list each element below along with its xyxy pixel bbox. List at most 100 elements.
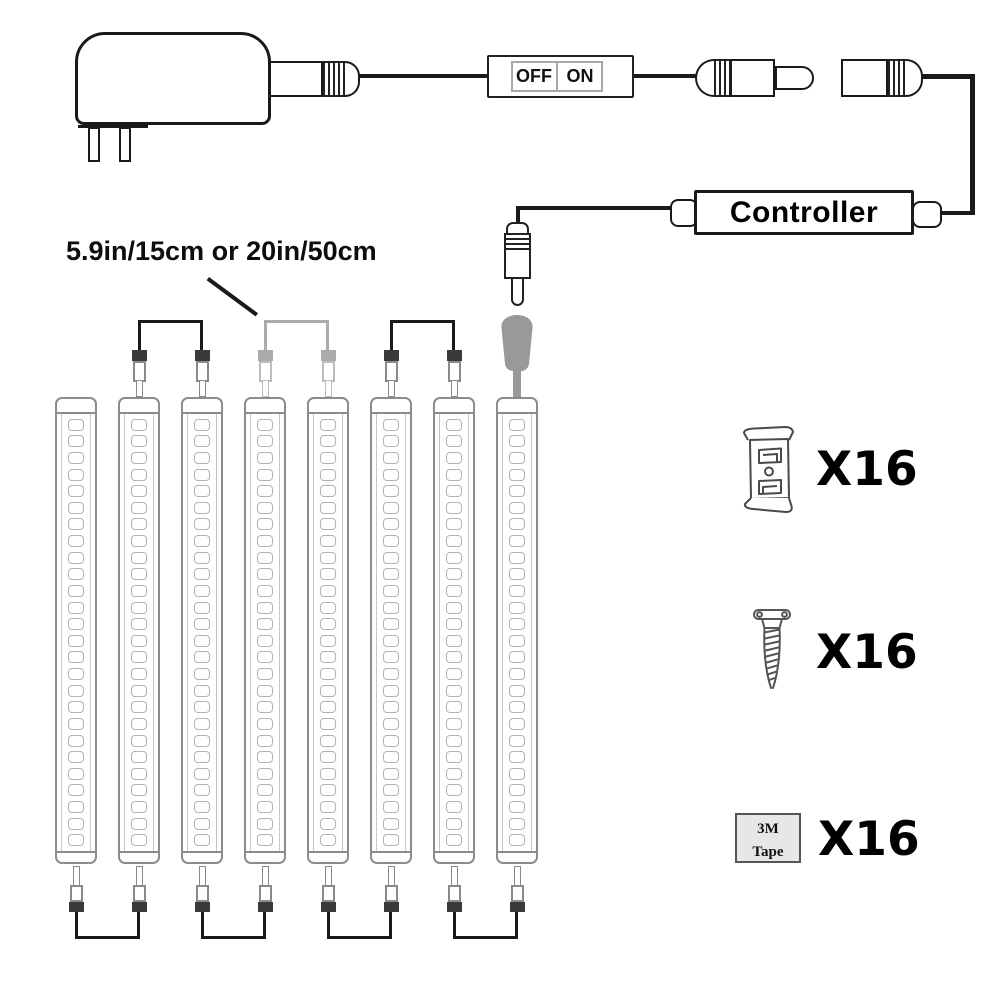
led-chip	[320, 584, 336, 597]
led-chip	[257, 717, 273, 730]
led-chip	[383, 551, 399, 564]
led-chip	[509, 601, 525, 614]
led-bar-channel	[313, 414, 343, 851]
led-chip	[509, 518, 525, 531]
led-chip	[257, 518, 273, 531]
power-adapter-flange	[78, 125, 148, 128]
bottom-cable-wire	[453, 936, 518, 939]
screw-icon	[753, 609, 791, 689]
led-chip	[509, 485, 525, 498]
led-chip	[383, 618, 399, 631]
led-chip	[131, 435, 147, 448]
led-chip	[257, 684, 273, 697]
led-chip	[257, 451, 273, 464]
led-chip	[68, 601, 84, 614]
led-chip	[446, 817, 462, 830]
top-cable-wire	[390, 320, 393, 352]
tape-label-line1: 3M	[757, 821, 779, 837]
led-bar-end-cap	[120, 851, 158, 862]
led-chip	[257, 618, 273, 631]
led-bar-channel	[61, 414, 91, 851]
led-chip	[68, 701, 84, 714]
cable-plug-band	[446, 902, 462, 912]
led-chip	[320, 834, 336, 847]
led-chip	[194, 618, 210, 631]
cable-plug-pin	[387, 380, 395, 397]
led-chip	[320, 468, 336, 481]
led-chip	[68, 717, 84, 730]
led-chip	[131, 834, 147, 847]
led-chip	[509, 767, 525, 780]
led-chip	[383, 568, 399, 581]
bottom-cable-wire	[75, 936, 140, 939]
led-bar-end-cap	[246, 399, 284, 414]
cable-plug-band	[194, 350, 210, 361]
led-chip	[383, 651, 399, 664]
led-chip	[446, 801, 462, 813]
led-chip	[194, 651, 210, 664]
led-chip	[257, 801, 273, 813]
led-chip	[383, 501, 399, 514]
power-adapter-body	[75, 32, 271, 125]
wire-switch-to-plug	[634, 74, 696, 78]
mounting-clip-icon	[743, 426, 794, 513]
led-chip	[68, 651, 84, 664]
led-bar-channel	[376, 414, 406, 851]
led-chip	[446, 751, 462, 764]
power-switch-divider	[556, 63, 558, 90]
cable-plug-body	[447, 885, 461, 902]
top-cable-wire	[138, 320, 203, 323]
tape-qty: X16	[818, 812, 920, 867]
wire-controller-left-drop	[516, 206, 520, 224]
cable-plug-body	[195, 885, 209, 902]
led-chip	[257, 551, 273, 564]
led-chip	[509, 734, 525, 747]
led-chip	[257, 634, 273, 647]
gray-connector-lead	[513, 370, 521, 398]
led-chip	[320, 668, 336, 680]
led-chip	[131, 551, 147, 564]
cable-plug-body	[447, 361, 461, 382]
led-chip	[320, 701, 336, 714]
led-chip	[68, 568, 84, 581]
led-chip	[509, 717, 525, 730]
top-cable-wire	[138, 320, 141, 352]
led-chip	[68, 668, 84, 680]
led-chip	[383, 418, 399, 431]
switch-on-label: ON	[566, 66, 594, 86]
led-chip	[131, 817, 147, 830]
led-chip	[446, 634, 462, 647]
led-chip	[446, 501, 462, 514]
led-chip	[383, 668, 399, 680]
led-chip	[257, 767, 273, 780]
cable-plug-body	[258, 885, 272, 902]
led-bar-channel	[124, 414, 154, 851]
led-chip	[446, 618, 462, 631]
led-chip	[131, 501, 147, 514]
led-chip	[509, 535, 525, 547]
led-chip	[257, 435, 273, 448]
led-chip	[257, 601, 273, 614]
cable-plug-body	[132, 361, 146, 382]
cable-plug-pin	[450, 380, 458, 397]
led-chip	[509, 668, 525, 680]
led-chip	[383, 767, 399, 780]
led-bar-end-cap	[498, 851, 536, 862]
led-chip	[320, 717, 336, 730]
led-chip	[131, 717, 147, 730]
led-chip	[383, 468, 399, 481]
led-chip	[446, 551, 462, 564]
cable-plug-body	[321, 361, 335, 382]
led-bar-end-cap	[372, 851, 410, 862]
cable-plug-pin	[324, 380, 332, 397]
led-chip	[320, 751, 336, 764]
cable-plug-body	[321, 885, 335, 902]
led-bar-end-cap	[57, 399, 95, 414]
led-chip	[194, 501, 210, 514]
led-chip	[383, 584, 399, 597]
tape-icon: 3M Tape	[735, 813, 801, 863]
led-chip	[446, 701, 462, 714]
dc-barrel-connector	[271, 61, 361, 97]
led-chip	[194, 701, 210, 714]
led-chip	[257, 834, 273, 847]
